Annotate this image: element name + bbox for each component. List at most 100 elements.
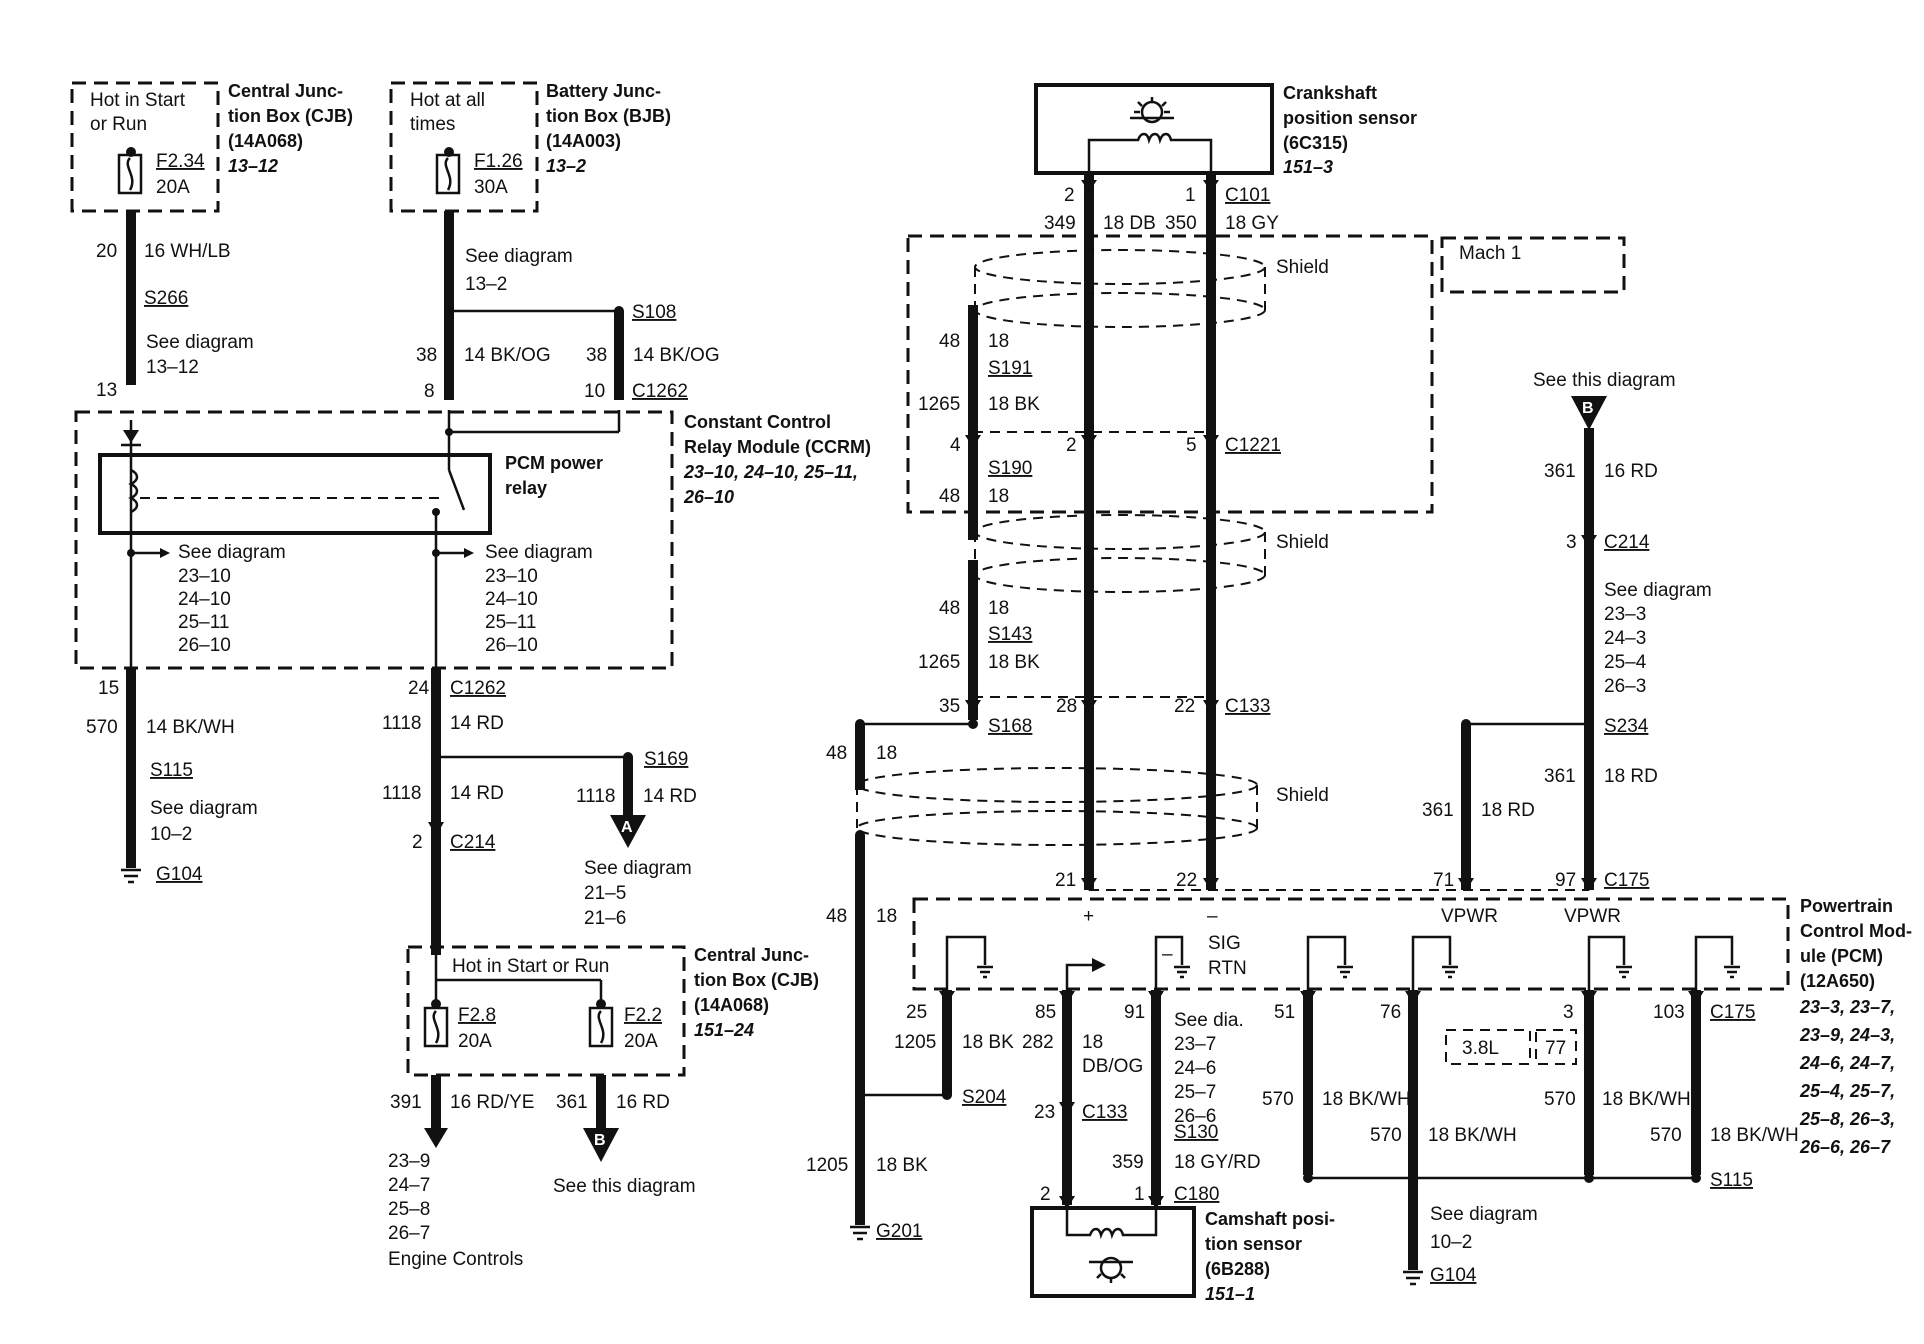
pcm-title2: Control Mod- <box>1800 921 1912 941</box>
mach1-label: Mach 1 <box>1459 243 1521 264</box>
p77: 77 <box>1545 1038 1566 1059</box>
v38-label: 3.8L <box>1462 1038 1499 1059</box>
w570c-wire: 18 BK/WH <box>1602 1089 1691 1110</box>
w48d-wire: 18 <box>876 743 897 764</box>
see6-l4: 25–7 <box>1174 1082 1216 1103</box>
s204-label: S204 <box>962 1087 1007 1108</box>
w38b: 38 <box>586 345 607 366</box>
cmp-title1: Camshaft posi- <box>1205 1209 1335 1229</box>
p22b: 22 <box>1176 870 1197 891</box>
see-relay-a-l1: See diagram <box>178 542 286 563</box>
c101-label: C101 <box>1225 185 1270 206</box>
ccrm-refs2: 26–10 <box>683 487 734 507</box>
p71: 71 <box>1433 870 1454 891</box>
pcm-vpwr2: VPWR <box>1564 906 1621 927</box>
gear-icon <box>1130 97 1174 124</box>
pcm: + – VPWR VPWR – SIG RTN Powertrain Contr… <box>912 896 1912 1157</box>
see-relay-b-l5: 26–10 <box>485 635 538 656</box>
fuse-icon <box>117 153 143 195</box>
w361b-wire: 16 RD <box>1604 461 1658 482</box>
g104b-label: G104 <box>1430 1265 1477 1286</box>
see5-l5: 26–3 <box>1604 676 1646 697</box>
pcm-minus: – <box>1207 906 1218 927</box>
refs391-4: 26–7 <box>388 1223 430 1244</box>
see7-l2: 10–2 <box>1430 1232 1472 1253</box>
p1: 1 <box>1185 185 1196 206</box>
w38a: 38 <box>416 345 437 366</box>
refs391-2: 24–7 <box>388 1175 430 1196</box>
see6-l1: See dia. <box>1174 1010 1244 1031</box>
s108-label: S108 <box>632 302 676 323</box>
w48d: 48 <box>826 743 847 764</box>
ccrm-refs1: 23–10, 24–10, 25–11, <box>683 462 858 482</box>
p3b: 3 <box>1563 1002 1574 1023</box>
see6-l3: 24–6 <box>1174 1058 1216 1079</box>
w48e-wire: 18 <box>876 906 897 927</box>
see3-l1: See diagram <box>150 798 258 819</box>
w282-wire2: DB/OG <box>1082 1056 1143 1077</box>
fuse-icon <box>423 1006 449 1048</box>
cjb-bot-f2: F2.2 <box>624 1005 662 1026</box>
pcm-title4: (12A650) <box>1800 971 1875 991</box>
see-relay-b-l1: See diagram <box>485 542 593 563</box>
w361a-wire: 16 RD <box>616 1092 670 1113</box>
bjb-title2: tion Box (BJB) <box>546 106 671 126</box>
ccrm-title1: Constant Control <box>684 412 831 432</box>
g104-label: G104 <box>156 864 203 885</box>
see1-l2: 13–12 <box>146 357 199 378</box>
ckp-ref: 151–3 <box>1283 157 1333 177</box>
cjb-bot-hot: Hot in Start or Run <box>452 956 609 977</box>
p103: 103 <box>1653 1002 1685 1023</box>
ccrm: PCM power relay See diagram 23–10 24–10 … <box>74 410 871 670</box>
see-this-a: See this diagram <box>553 1176 696 1197</box>
pin15: 15 <box>98 678 119 699</box>
p91: 91 <box>1124 1002 1145 1023</box>
w48b-wire: 18 <box>988 486 1009 507</box>
see2-l2: 13–2 <box>465 274 507 295</box>
w1265a: 1265 <box>918 394 960 415</box>
s115-label: S115 <box>150 760 193 781</box>
cjb-top-hot-line1: Hot in Start <box>90 90 186 111</box>
refs391-5: Engine Controls <box>388 1249 523 1270</box>
s169-label: S169 <box>644 749 688 770</box>
pcm-ref2: 23–9, 24–3, <box>1799 1025 1895 1045</box>
pcm-minus-sig: – <box>1162 944 1173 965</box>
ground-icon <box>850 1225 870 1241</box>
pcm-ref1: 23–3, 23–7, <box>1799 997 1895 1017</box>
w391-wire: 16 RD/YE <box>450 1092 534 1113</box>
refs391-1: 23–9 <box>388 1151 430 1172</box>
w350-wire: 18 GY <box>1225 213 1279 234</box>
connector-b-icon <box>583 1128 619 1162</box>
ckp-sensor: Crankshaft position sensor (6C315) 151–3 <box>1034 83 1417 177</box>
pin77-box <box>1535 1029 1577 1065</box>
pin8: 8 <box>424 381 435 402</box>
conn-b-letter: B <box>594 1132 606 1149</box>
relay-title1: PCM power <box>505 453 603 473</box>
pcm-vpwr1: VPWR <box>1441 906 1498 927</box>
w361d-wire: 18 RD <box>1481 800 1535 821</box>
p97: 97 <box>1555 870 1576 891</box>
cjb-top-title3: (14A068) <box>228 131 303 151</box>
pcm-ref6: 26–6, 26–7 <box>1799 1137 1891 1157</box>
w570c: 570 <box>1544 1089 1576 1110</box>
s266-label: S266 <box>144 288 188 309</box>
cmp-title3: (6B288) <box>1205 1259 1270 1279</box>
arrow-down-icon <box>424 1128 448 1148</box>
see6-l2: 23–7 <box>1174 1034 1216 1055</box>
cjb-top-amps: 20A <box>156 177 190 198</box>
engine-38l-box <box>1445 1029 1531 1065</box>
w1205b: 1205 <box>806 1155 848 1176</box>
bjb-ref: 13–2 <box>546 156 586 176</box>
w1205a-wire: 18 BK <box>962 1032 1014 1053</box>
relay-coil-icon <box>128 468 139 514</box>
cjb-top-title1: Central Junc- <box>228 81 343 101</box>
bjb-hot-line1: Hot at all <box>410 90 485 111</box>
pin24: 24 <box>408 678 430 699</box>
c175a-label: C175 <box>1604 870 1649 891</box>
p2: 2 <box>1064 185 1075 206</box>
w48a-wire: 18 <box>988 331 1009 352</box>
w38b-wire: 14 BK/OG <box>633 345 720 366</box>
cjb-top-fuse: F2.34 <box>156 151 205 172</box>
connector-b-icon <box>1571 396 1607 430</box>
bjb-title1: Battery Junc- <box>546 81 661 101</box>
